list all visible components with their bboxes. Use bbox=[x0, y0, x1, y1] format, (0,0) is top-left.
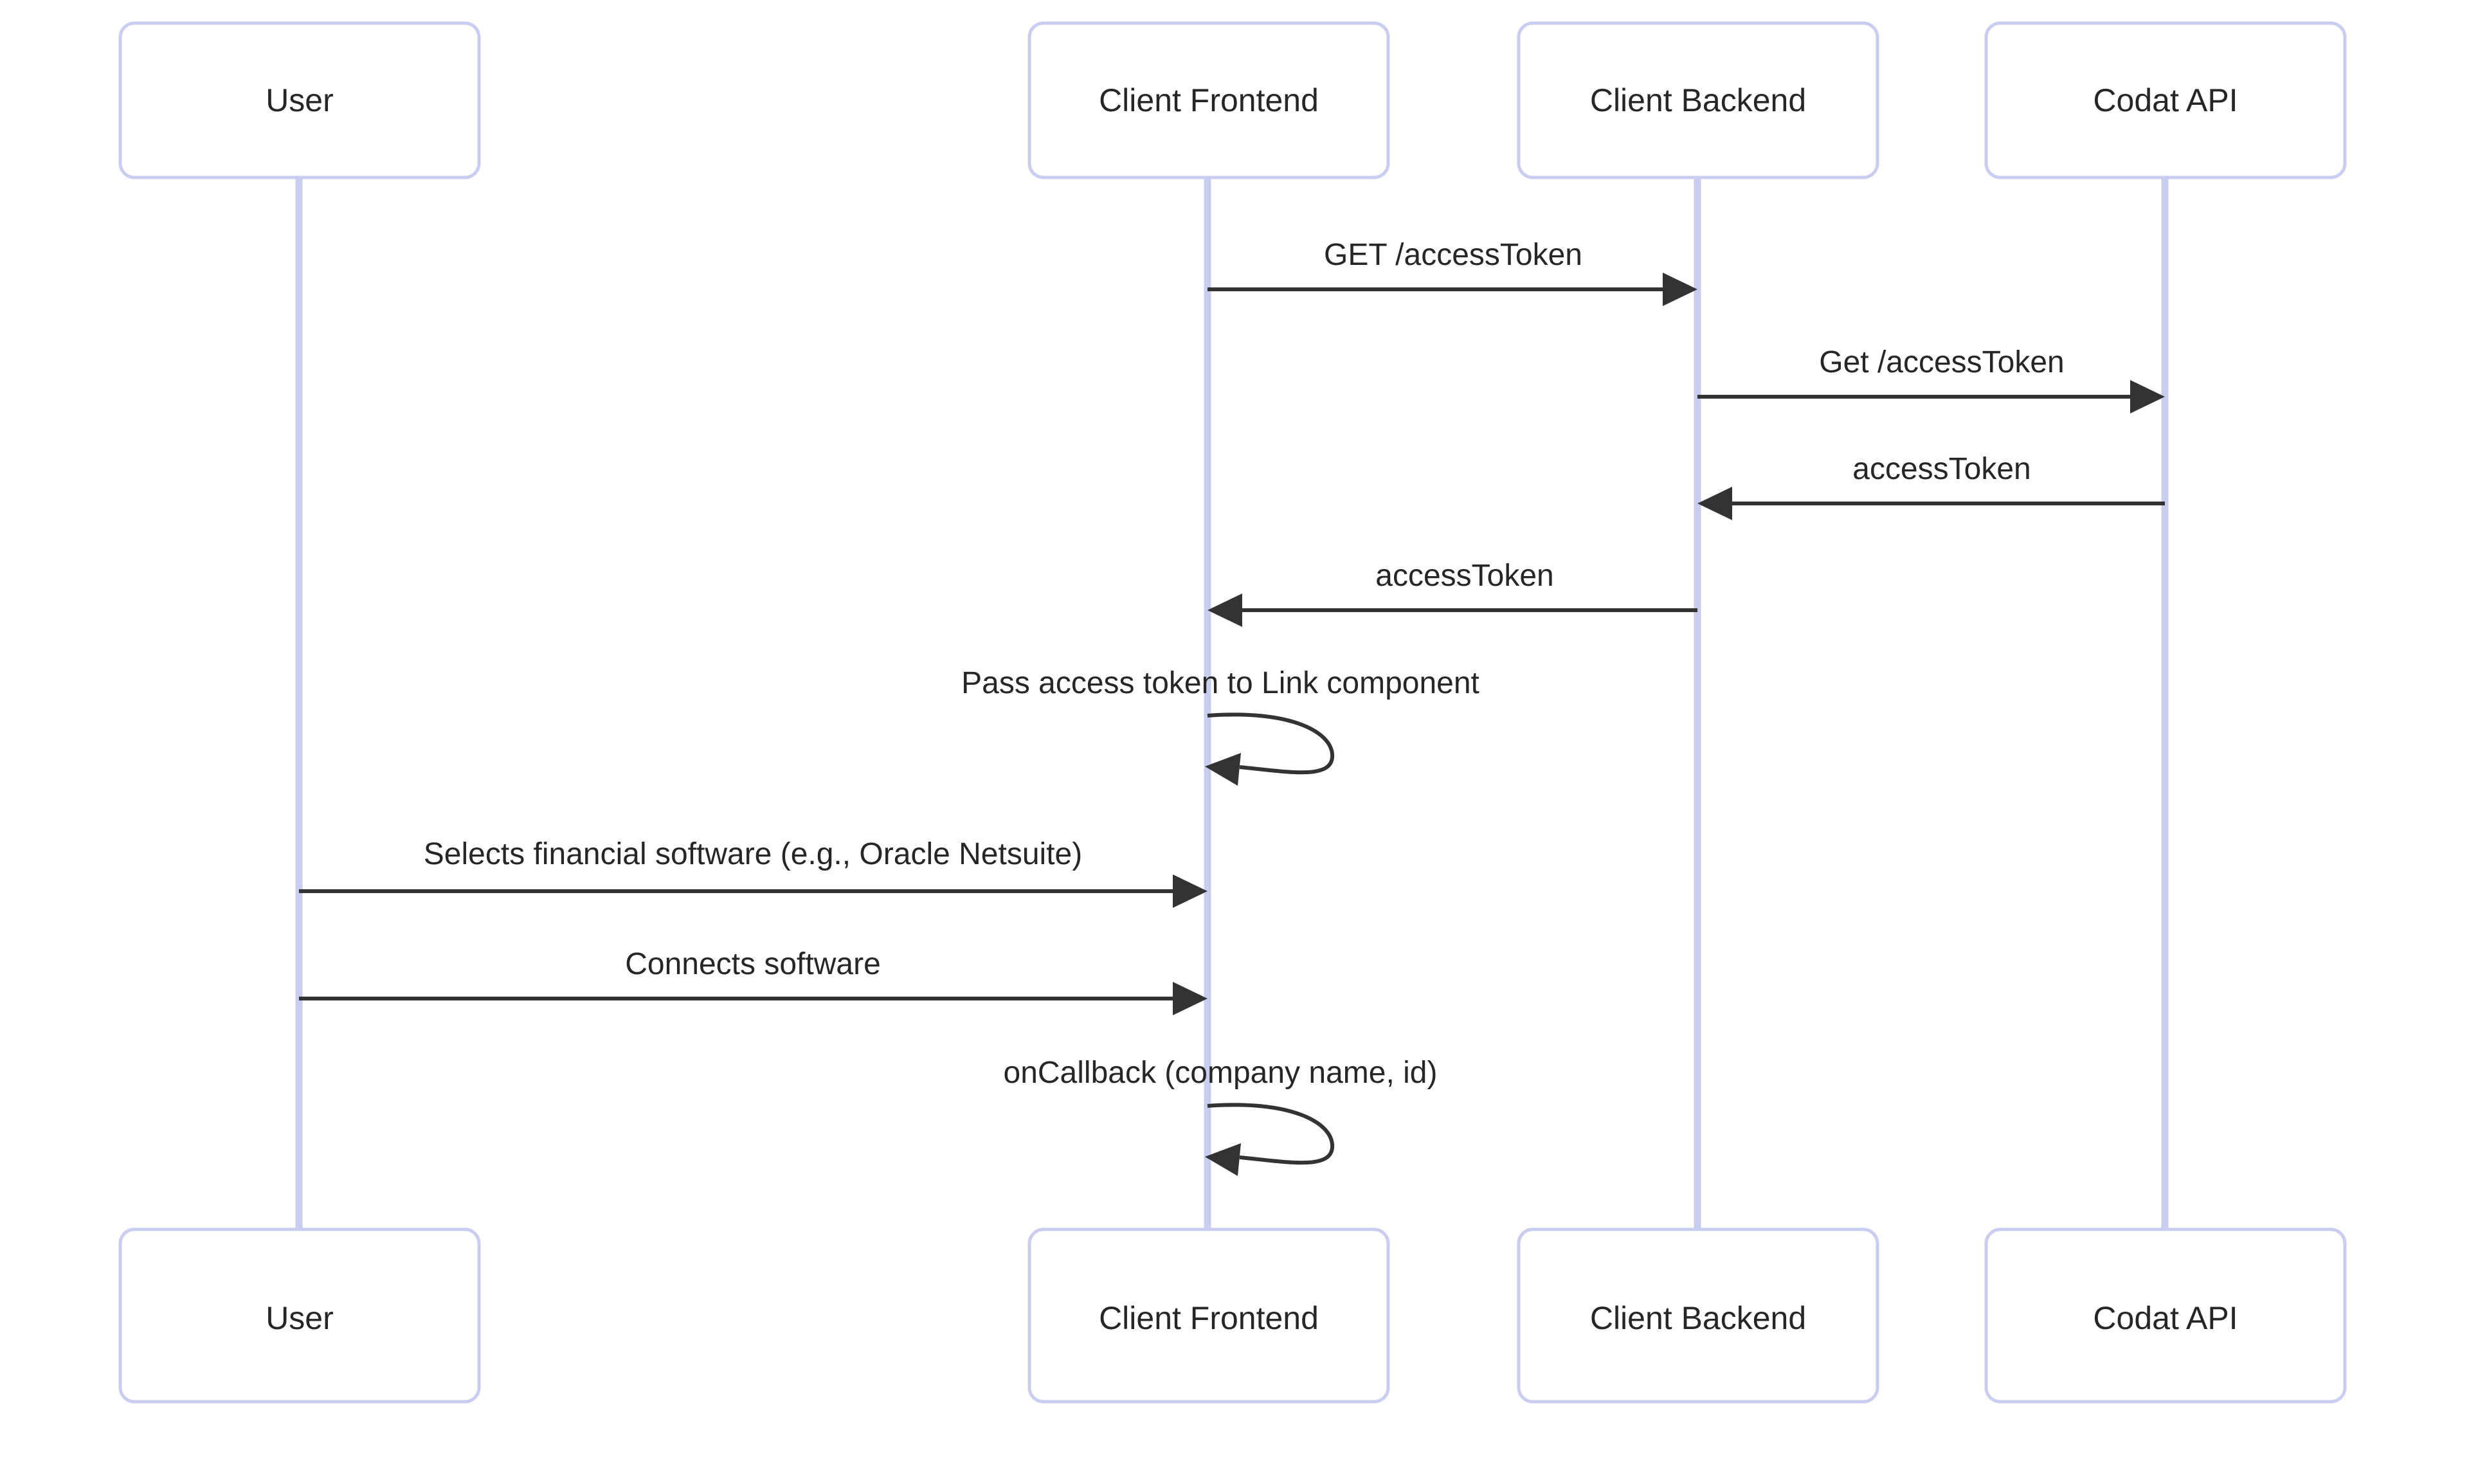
actor-footer-codat[interactable]: Codat API bbox=[1984, 1227, 2347, 1404]
message-label-6: Selects financial software (e.g., Oracle… bbox=[424, 837, 1082, 871]
actor-header-frontend[interactable]: Client Frontend bbox=[1027, 21, 1390, 179]
message-loop-8 bbox=[1207, 1103, 1335, 1165]
message-label-1: GET /accessToken bbox=[1324, 238, 1582, 272]
message-arrowhead-6 bbox=[1173, 874, 1207, 908]
actor-box-footer-backend[interactable] bbox=[1517, 1227, 1879, 1404]
actor-box-footer-user[interactable] bbox=[118, 1227, 481, 1404]
actor-header-backend[interactable]: Client Backend bbox=[1517, 21, 1879, 179]
lifelines-group bbox=[295, 178, 2169, 1229]
message-2[interactable]: Get /accessToken bbox=[1697, 345, 2165, 413]
message-label-7: Connects software bbox=[625, 947, 881, 981]
actor-label-footer-backend: Client Backend bbox=[1590, 1300, 1806, 1336]
message-5[interactable]: Pass access token to Link component bbox=[961, 666, 1479, 786]
actor-box-user[interactable] bbox=[118, 21, 481, 179]
actor-footer-user[interactable]: User bbox=[118, 1227, 481, 1404]
actor-header-user[interactable]: User bbox=[118, 21, 481, 179]
message-loop-5 bbox=[1207, 712, 1335, 775]
message-3[interactable]: accessToken bbox=[1697, 452, 2165, 520]
actor-label-backend: Client Backend bbox=[1590, 82, 1806, 118]
actor-header-codat[interactable]: Codat API bbox=[1984, 21, 2347, 179]
message-7[interactable]: Connects software bbox=[299, 947, 1207, 1015]
message-label-8: onCallback (company name, id) bbox=[1004, 1056, 1438, 1090]
message-8[interactable]: onCallback (company name, id) bbox=[1004, 1056, 1438, 1176]
actor-footer-backend[interactable]: Client Backend bbox=[1517, 1227, 1879, 1404]
message-label-4: accessToken bbox=[1375, 559, 1553, 593]
message-arrowhead-2 bbox=[2130, 380, 2165, 413]
message-arrowhead-3 bbox=[1697, 487, 1732, 520]
message-arrowhead-7 bbox=[1173, 982, 1207, 1015]
actor-label-footer-codat: Codat API bbox=[2093, 1300, 2238, 1336]
actor-label-user: User bbox=[266, 82, 334, 118]
actor-box-footer-codat[interactable] bbox=[1984, 1227, 2347, 1404]
message-label-5: Pass access token to Link component bbox=[961, 666, 1479, 700]
actor-footer-frontend[interactable]: Client Frontend bbox=[1027, 1227, 1390, 1404]
message-6[interactable]: Selects financial software (e.g., Oracle… bbox=[299, 837, 1207, 908]
actor-footer-group: User Client Frontend Client Backend Coda… bbox=[118, 1227, 2347, 1404]
actor-label-footer-user: User bbox=[266, 1300, 334, 1336]
message-label-3: accessToken bbox=[1852, 452, 2030, 486]
message-arrowhead-5 bbox=[1205, 753, 1241, 786]
message-1[interactable]: GET /accessToken bbox=[1207, 238, 1697, 306]
message-4[interactable]: accessToken bbox=[1207, 559, 1697, 627]
message-arrowhead-4 bbox=[1207, 593, 1242, 627]
actor-box-frontend[interactable] bbox=[1027, 21, 1390, 179]
message-arrowhead-1 bbox=[1663, 273, 1697, 306]
actor-box-codat[interactable] bbox=[1984, 21, 2347, 179]
actor-label-frontend: Client Frontend bbox=[1099, 82, 1319, 118]
message-arrowhead-8 bbox=[1205, 1143, 1241, 1176]
message-label-2: Get /accessToken bbox=[1819, 345, 2065, 379]
actor-header-group: User Client Frontend Client Backend Coda… bbox=[118, 21, 2347, 179]
actor-box-footer-frontend[interactable] bbox=[1027, 1227, 1390, 1404]
actor-label-codat: Codat API bbox=[2093, 82, 2238, 118]
actor-box-backend[interactable] bbox=[1517, 21, 1879, 179]
actor-label-footer-frontend: Client Frontend bbox=[1099, 1300, 1319, 1336]
